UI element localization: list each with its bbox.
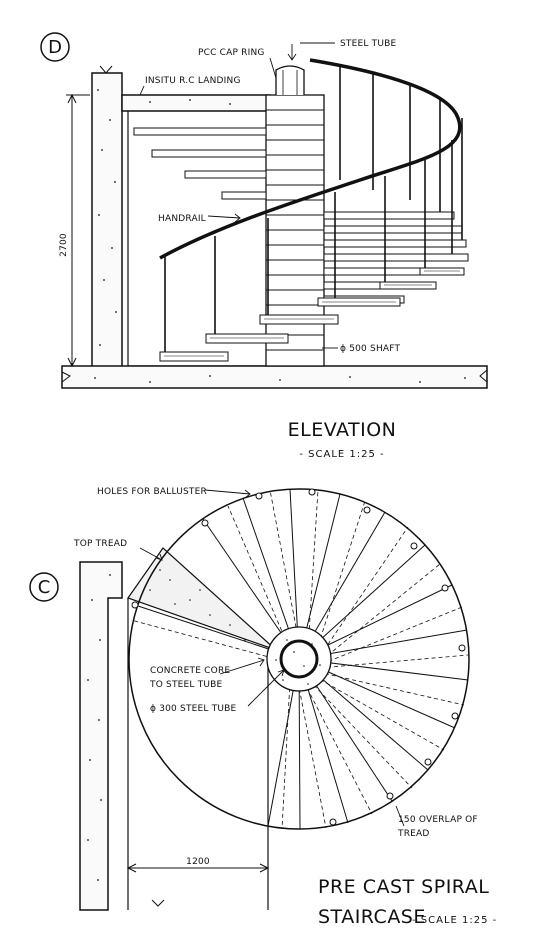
section-marker-c-text: C [38,577,51,598]
height-dimension [66,93,90,368]
plan-wall [79,561,123,911]
insitu-landing-label: INSITU R.C LANDING [145,76,241,86]
concrete-core-label-2: TO STEEL TUBE [149,680,223,690]
section-marker-d [40,32,70,62]
pcc-cap-ring-label: PCC CAP RING [198,48,265,58]
central-shaft [265,94,325,367]
sheet-title-line2: STAIRCASE [318,906,426,928]
shaft-label: ϕ 500 SHAFT [340,344,400,354]
height-dim-text: 2700 [59,233,69,257]
section-marker-d-text: D [48,37,62,58]
plan-outer-circle [128,488,470,830]
ballusters [164,66,463,352]
overlap-label-1: 150 OVERLAP OF [398,815,478,825]
top-tread-label: TOP TREAD [73,539,127,549]
plan-view: C [29,487,497,928]
elevation-title: ELEVATION [288,419,397,441]
steel-tube-circle [279,639,319,679]
elevation-scale: - SCALE 1:25 - [299,449,384,460]
elevation-view: D [40,32,488,460]
concrete-core-label-1: CONCRETE CORE [150,666,230,676]
balluster-holes [131,488,466,826]
top-tread [127,547,277,651]
elevation-treads [133,127,469,362]
handrail [159,58,462,260]
steel-tube-plan-label: ϕ 300 STEEL TUBE [150,704,237,714]
floor-slab [61,365,488,389]
steel-tube-label: STEEL TUBE [340,39,397,49]
width-dim-text: 1200 [186,857,210,867]
concrete-hatch [94,89,466,383]
sheet-title-scale: - SCALE 1:25 - [412,915,497,926]
width-dimension [126,863,270,873]
elevation-wall [91,72,123,371]
handrail-label: HANDRAIL [158,214,206,224]
section-marker-c [29,572,59,602]
insitu-landing-slab [121,94,271,112]
overlap-label-2: TREAD [397,829,430,839]
sheet-title-line1: PRE CAST SPIRAL [318,876,489,898]
holes-for-ballusters-label: HOLES FOR BALLUSTER [97,487,207,497]
steel-tube-top [275,65,305,95]
